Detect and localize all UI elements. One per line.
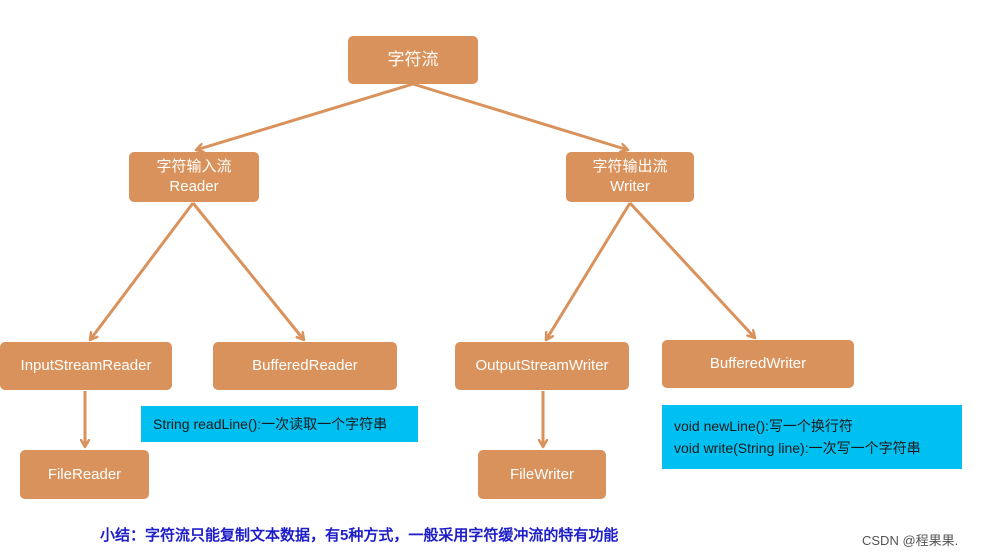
node-input-stream-reader: InputStreamReader [0,342,172,390]
edge-root-to-reader [196,82,414,150]
writer-method-note: void newLine():写一个换行符 void write(String … [662,405,962,469]
reader-method-line: String readLine():一次读取一个字符串 [153,416,388,432]
node-file-writer-label: FileWriter [510,465,574,483]
node-reader: 字符输入流 Reader [129,152,259,202]
node-output-stream-writer-label: OutputStreamWriter [475,357,609,374]
node-reader-subtitle: Reader [169,178,219,195]
node-file-writer: FileWriter [478,450,606,499]
reader-method-note: String readLine():一次读取一个字符串 [141,406,418,442]
summary-text: 小结：字符流只能复制文本数据，有5种方式，一般采用字符缓冲流的特有功能 [100,527,619,544]
node-input-stream-reader-label: InputStreamReader [20,357,152,374]
node-file-reader: FileReader [20,450,149,499]
node-writer-subtitle: Writer [610,178,650,195]
edge-reader-to-input-stream-reader [90,202,195,340]
node-buffered-writer: BufferedWriter [662,340,854,388]
node-buffered-reader-label: BufferedReader [252,357,358,374]
node-writer: 字符输出流 Writer [566,152,694,202]
edge-writer-to-output-stream-writer [544,202,632,340]
writer-method-line-2: void write(String line):一次写一个字符串 [674,440,921,456]
node-buffered-reader: BufferedReader [213,342,397,390]
node-char-stream: 字符流 [348,36,478,84]
edge-reader-to-buffered-reader [191,202,304,340]
edge-writer-to-buffered-writer [628,201,755,338]
node-reader-title: 字符输入流 [156,158,232,175]
node-output-stream-writer: OutputStreamWriter [455,342,629,390]
node-writer-title: 字符输出流 [592,158,668,175]
edge-root-to-writer [412,82,628,150]
writer-method-line-1: void newLine():写一个换行符 [674,418,853,434]
node-char-stream-label: 字符流 [387,50,439,69]
csdn-watermark: CSDN @程果果. [862,533,959,548]
node-file-reader-label: FileReader [47,465,122,483]
node-buffered-writer-label: BufferedWriter [709,355,807,372]
